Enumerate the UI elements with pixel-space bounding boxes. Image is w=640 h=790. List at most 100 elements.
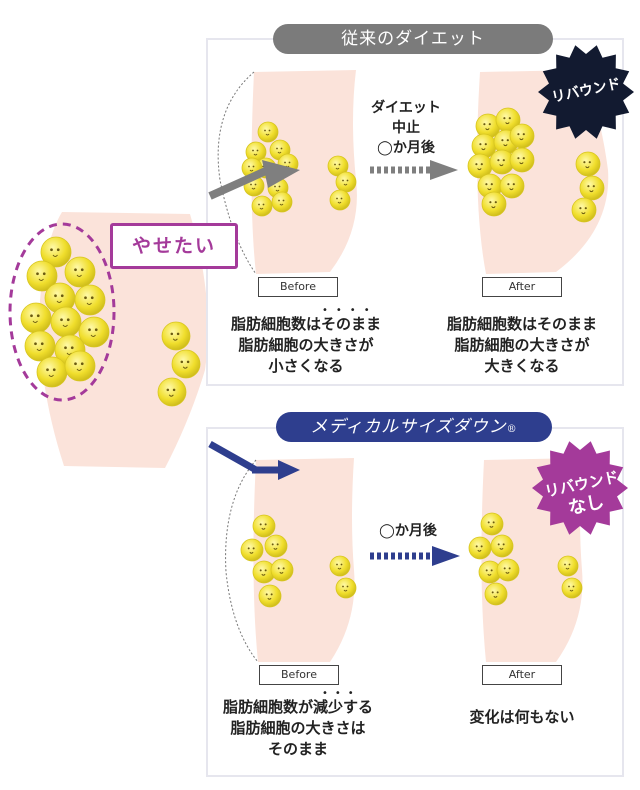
top-after-fat-cell-8-eye-right: [490, 183, 493, 186]
bottom-after-fat-cell-2-body: [490, 534, 514, 558]
top-before-fat-cell-6-eye-left: [274, 185, 276, 188]
top-before-fat-cell-8-eye-left: [278, 199, 280, 202]
top-after-fat-cell-7-mouth: [519, 162, 524, 165]
top-after-fat-cell-2-eye-right: [484, 143, 487, 146]
bottom-before-side-fat-cell-1: [335, 577, 357, 599]
bottom-before-fat-cell-4-eye-right: [282, 567, 285, 570]
top-after-fat-cell-9-eye-right: [512, 183, 515, 186]
bottom-after-side-fat-cell-0-eye-left: [564, 563, 566, 566]
left-fat-cell-6-mouth: [62, 324, 68, 327]
left-fat-cell-5-eye-right: [36, 314, 40, 318]
top-before-side-fat-cell-0-mouth: [335, 167, 340, 170]
bottom-before-caption-line3: そのまま: [267, 740, 328, 758]
left-fat-cell-4-body: [74, 284, 106, 316]
left-fat-cell-10-mouth: [48, 374, 54, 377]
bottom-after-fat-cell-2: [490, 534, 514, 558]
left-fat-cell-4-mouth: [86, 302, 92, 305]
top-middle-arrow-head: [430, 160, 458, 180]
left-fat-cell-10: [36, 356, 68, 388]
left-fat-cell-11-mouth: [76, 368, 82, 371]
bottom-after-fat-cell-5: [484, 582, 508, 606]
bottom-after-side-fat-cell-0-mouth: [565, 567, 570, 570]
top-after-fat-cell-5-eye-left: [475, 163, 478, 166]
top-after-fat-cell-7: [509, 147, 535, 173]
top-after-fat-cell-4-body: [509, 123, 535, 149]
left-fat-cell-7: [78, 316, 110, 348]
bottom-after-fat-cell-1-body: [468, 536, 492, 560]
top-arrow-label: ダイエット 中止 ◯か月後: [366, 98, 446, 158]
bottom-after-fat-cell-1-mouth: [477, 549, 482, 552]
left-side-fat-cell-0-eye-right: [176, 332, 180, 336]
top-after-fat-cell-5-mouth: [477, 168, 482, 171]
bottom-after-side-fat-cell-1-body: [561, 577, 583, 599]
top-before-side-fat-cell-0-eye-right: [338, 163, 341, 166]
top-before-side-fat-cell-1-eye-right: [346, 179, 349, 182]
top-before-fat-cell-7-body: [251, 195, 273, 217]
bottom-before-side-fat-cell-0: [329, 555, 351, 577]
bottom-before-fat-cell-0-mouth: [261, 527, 266, 530]
left-side-fat-cell-1-body: [171, 349, 201, 379]
bottom-before-fat-cell-5-eye-left: [265, 593, 268, 596]
bottom-before-body: [253, 458, 355, 662]
left-side-fat-cell-1-mouth: [182, 366, 188, 369]
left-fat-cell-7-eye-left: [88, 328, 91, 332]
bottom-before-fat-cell-3-mouth: [261, 573, 266, 576]
bottom-before-fat-cell-2-eye-right: [276, 543, 279, 546]
top-before-fat-cell-4-eye-left: [284, 161, 286, 164]
bottom-after-fat-cell-1-eye-left: [475, 545, 478, 548]
top-before-fat-cell-0-mouth: [265, 133, 270, 136]
bottom-before-caption: 脂肪細胞数が減少する 脂肪細胞の大きさは そのまま: [198, 697, 398, 760]
left-fat-cell-2-body: [26, 260, 58, 292]
bottom-before-dotted-outline: [225, 459, 259, 663]
left-fat-cell-9-eye-left: [64, 346, 67, 350]
top-after-caption-line3: 大きくなる: [484, 357, 560, 375]
left-fat-cell-7-body: [78, 316, 110, 348]
left-fat-cell-8-body: [24, 330, 56, 362]
left-fat-cell-10-eye-right: [52, 368, 56, 372]
top-before-fat-cell-7-mouth: [259, 207, 264, 210]
top-after-side-fat-cell-1-mouth: [589, 190, 594, 193]
top-before-fat-cell-6-mouth: [275, 189, 280, 192]
top-after-fat-cell-7-eye-right: [522, 157, 525, 160]
bottom-before-fat-cell-5-body: [258, 584, 282, 608]
bottom-before-fat-cell-2-mouth: [273, 547, 278, 550]
top-after-label: After: [482, 277, 562, 297]
left-fat-cell-1-body: [64, 256, 96, 288]
top-after-fat-cell-5: [467, 153, 493, 179]
top-after-side-fat-cell-0: [575, 151, 601, 177]
top-before-fat-cell-2: [245, 141, 267, 163]
top-before-side-fat-cell-1-mouth: [343, 183, 348, 186]
bottom-after-fat-cell-2-eye-left: [497, 543, 500, 546]
bottom-before-fat-cell-4-eye-left: [277, 567, 280, 570]
top-after-fat-cell-10: [481, 191, 507, 217]
top-after-side-fat-cell-0-eye-right: [588, 161, 591, 164]
bottom-before-side-fat-cell-0-body: [329, 555, 351, 577]
left-fat-cell-1-mouth: [76, 274, 82, 277]
bottom-after-side-fat-cell-1-mouth: [569, 589, 574, 592]
top-after-fat-cell-10-mouth: [491, 206, 496, 209]
top-before-fat-cell-8: [271, 191, 293, 213]
left-fat-cell-11-body: [64, 350, 96, 382]
bottom-before-fat-cell-3: [252, 560, 276, 584]
bottom-entry-arrow-shaft-diag: [208, 440, 258, 474]
top-before-dotted-outline: [217, 71, 257, 275]
bottom-before-side-fat-cell-1-eye-right: [346, 585, 349, 588]
bottom-before-side-fat-cell-0-eye-right: [340, 563, 343, 566]
top-after-fat-cell-6-eye-left: [497, 159, 500, 162]
left-side-fat-cell-2-body: [157, 377, 187, 407]
top-after-fat-cell-0-mouth: [485, 128, 490, 131]
bottom-before-side-fat-cell-1-mouth: [343, 589, 348, 592]
left-side-fat-cell-2: [157, 377, 187, 407]
bottom-before-fat-cell-5: [258, 584, 282, 608]
top-after-side-fat-cell-1-eye-left: [587, 185, 590, 188]
left-side-fat-cell-0-body: [161, 321, 191, 351]
bottom-after-fat-cell-4-eye-right: [508, 567, 511, 570]
left-side-fat-cell-2-mouth: [168, 394, 174, 397]
top-after-fat-cell-8-eye-left: [485, 183, 488, 186]
top-after-side-fat-cell-1-eye-right: [592, 185, 595, 188]
bottom-before-fat-cell-4-body: [270, 558, 294, 582]
top-after-fat-cell-0-eye-right: [488, 123, 491, 126]
top-after-fat-cell-2-mouth: [481, 148, 486, 151]
top-before-fat-cell-8-mouth: [279, 203, 284, 206]
bottom-before-side-fat-cell-1-eye-left: [342, 585, 344, 588]
